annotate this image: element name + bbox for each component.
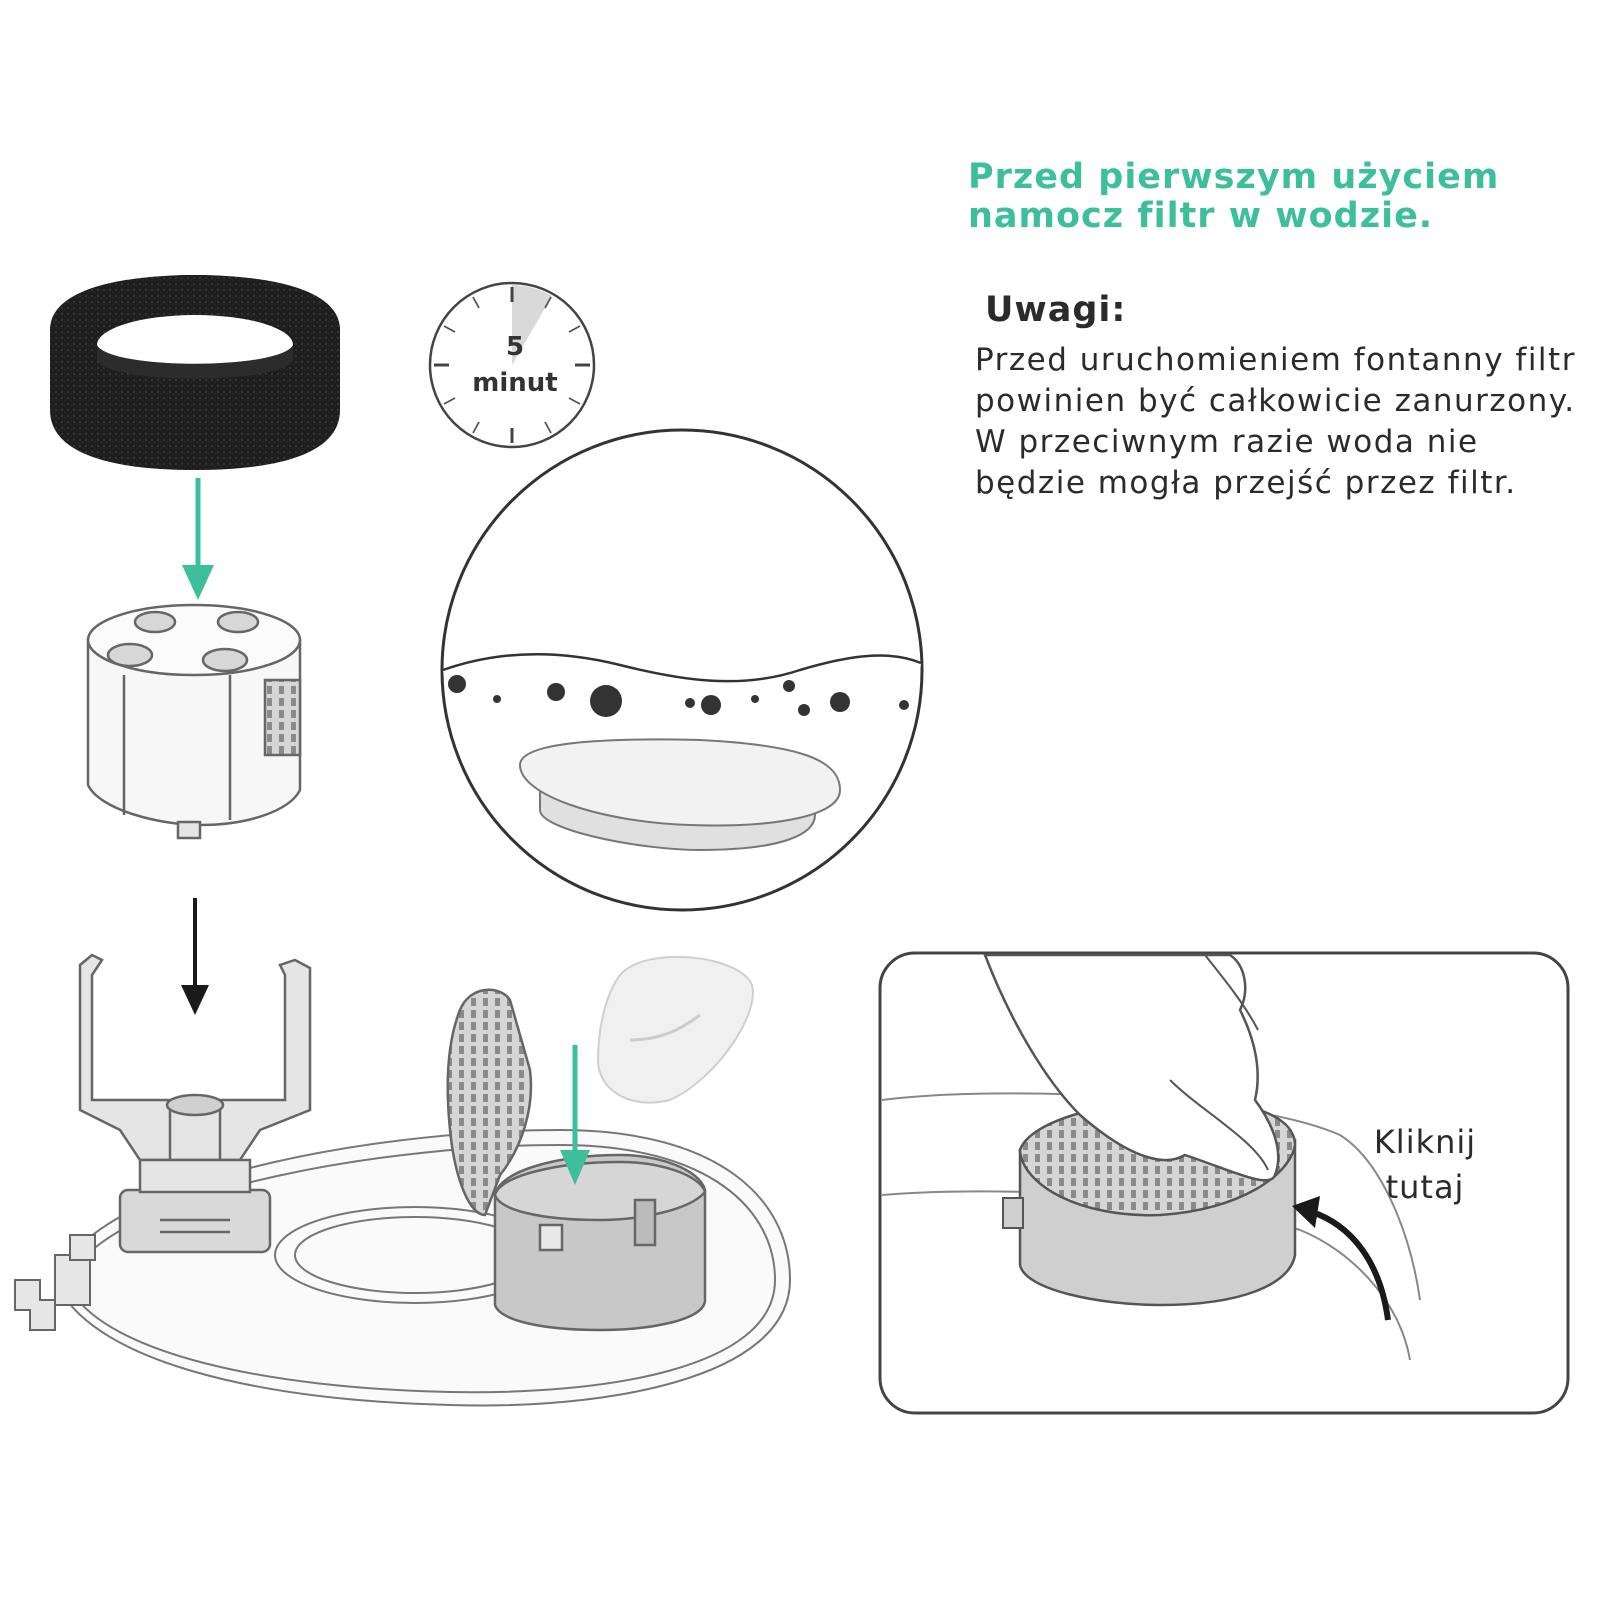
soaking-filter-view	[440, 428, 924, 912]
heading-line-1: Przed pierwszym użyciem	[968, 157, 1500, 197]
click-hint-line-2: tutaj	[1385, 1168, 1465, 1206]
curved-arrow-icon	[1292, 1196, 1391, 1321]
notes-title: Uwagi:	[985, 290, 1127, 330]
notes-line: W przeciwnym razie woda nie	[975, 424, 1479, 460]
notes-line: będzie mogła przejść przez filtr.	[975, 465, 1517, 501]
down-arrow-icon	[181, 898, 209, 1015]
base-clip	[14, 1234, 96, 1331]
timer-unit: minut	[472, 368, 558, 398]
timer-value: 5	[505, 332, 525, 362]
pump-housing	[86, 603, 302, 840]
down-arrow-icon	[560, 1045, 590, 1185]
notes-line: Przed uruchomieniem fontanny filtr	[975, 342, 1576, 378]
down-arrow-icon	[182, 478, 214, 600]
click-hint-line-1: Kliknij	[1373, 1123, 1477, 1161]
pump-holder	[78, 953, 312, 1254]
page-heading: Przed pierwszym użyciem namocz filtr w w…	[968, 158, 1499, 236]
filter-box	[446, 988, 707, 1332]
carbon-cartridge	[596, 955, 754, 1104]
notes-body: Przed uruchomieniem fontanny filtr powin…	[975, 340, 1576, 504]
click-hint: Kliknij tutaj	[1335, 1120, 1515, 1210]
sponge-filter	[50, 275, 340, 470]
heading-line-2: namocz filtr w wodzie.	[968, 196, 1434, 236]
notes-line: powinien być całkowicie zanurzony.	[975, 383, 1576, 419]
click-detail-panel	[878, 951, 1570, 1415]
stopwatch-icon	[428, 281, 596, 449]
